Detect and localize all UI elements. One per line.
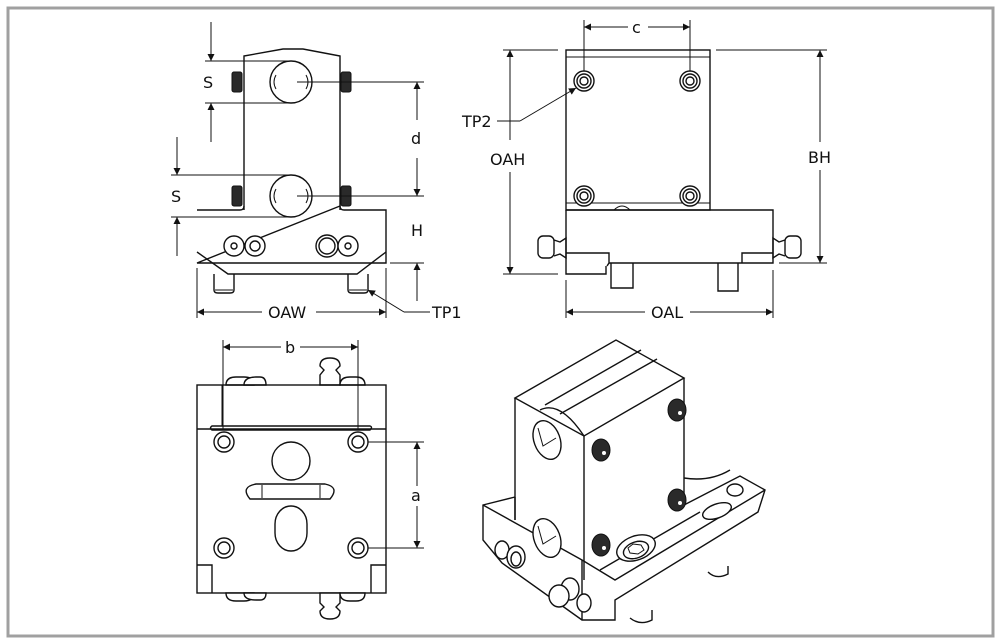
- side-screw-tl: [573, 70, 595, 92]
- side-coolant-nipple-left: [537, 235, 567, 260]
- iso-bore-bottom: [532, 517, 562, 559]
- side-foot-right: [717, 263, 739, 292]
- label-tp2: TP2: [461, 112, 492, 131]
- bottom-slot: [245, 483, 335, 500]
- side-foot-left: [610, 263, 634, 289]
- side-view: c OAH TP2 BH OAL: [461, 18, 831, 322]
- label-d: d: [411, 129, 421, 148]
- bottom-body-outline: [196, 384, 387, 594]
- front-setscrew-tl: [231, 71, 243, 93]
- iso-setscrew-3: [667, 488, 687, 512]
- iso-coolant-nipple-front: [548, 577, 592, 613]
- side-screw-br: [679, 185, 701, 207]
- label-c: c: [632, 18, 641, 37]
- label-tp1: TP1: [431, 303, 462, 322]
- front-foot-right: [347, 274, 369, 294]
- label-h: H: [411, 221, 423, 240]
- label-oah: OAH: [490, 150, 525, 169]
- bottom-view: b a: [196, 338, 424, 620]
- side-coolant-nipple-right: [772, 235, 802, 260]
- side-screw-bl: [573, 185, 595, 207]
- bottom-center-hole: [271, 441, 311, 481]
- label-s-bottom: S: [171, 187, 181, 206]
- label-bh: BH: [808, 148, 831, 167]
- front-setscrew-bl: [231, 185, 243, 207]
- iso-bore-top: [532, 419, 562, 461]
- drawing-border: [6, 6, 995, 638]
- front-foot-left: [213, 274, 235, 294]
- isometric-view: [482, 339, 766, 624]
- bottom-oval-hole: [274, 505, 308, 552]
- iso-base-outline: [482, 475, 766, 621]
- iso-coolant-nipple-right: [726, 483, 744, 497]
- side-screw-tr: [679, 70, 701, 92]
- iso-setscrew-2: [667, 398, 687, 422]
- iso-coolant-port-left: [494, 540, 526, 569]
- label-a: a: [411, 486, 421, 505]
- label-oaw: OAW: [268, 303, 306, 322]
- bottom-screw-tr: [347, 431, 369, 453]
- label-s-top: S: [203, 73, 213, 92]
- front-base-outline: [196, 204, 387, 264]
- bottom-screw-bl: [213, 537, 235, 559]
- iso-setscrew-4: [591, 533, 611, 557]
- front-view: S S d H OAW TP1: [171, 22, 462, 322]
- label-oal: OAL: [651, 303, 683, 322]
- bottom-screw-tl: [213, 431, 235, 453]
- iso-setscrew-1: [591, 438, 611, 462]
- bottom-screw-br: [347, 537, 369, 559]
- side-base-outline: [565, 209, 774, 275]
- label-b: b: [285, 338, 295, 357]
